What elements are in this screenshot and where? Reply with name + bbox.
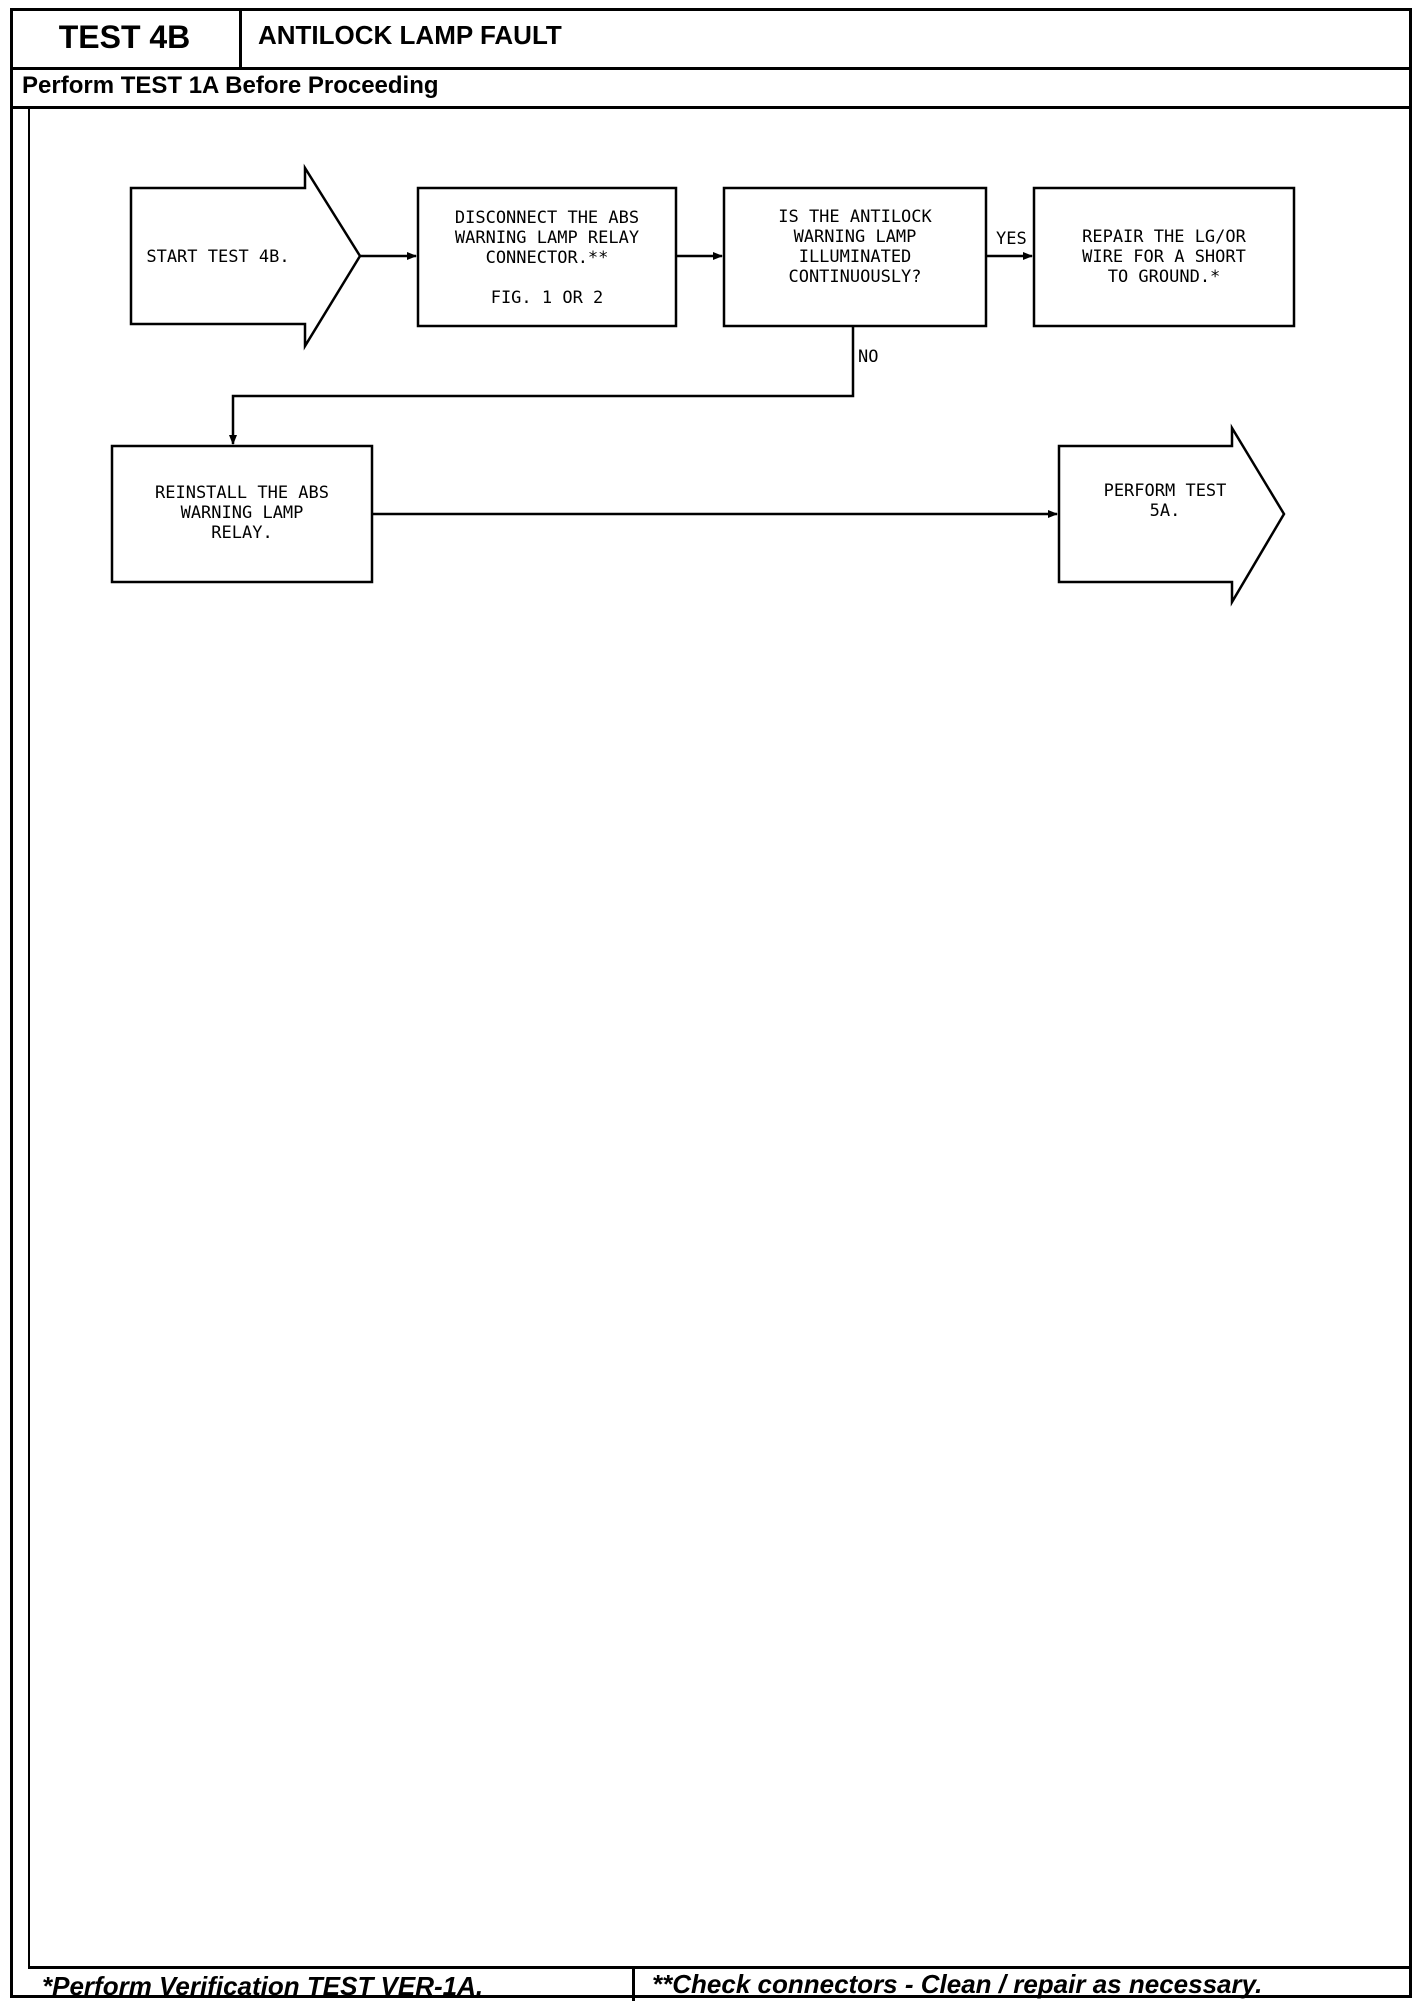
test-title: ANTILOCK LAMP FAULT [258,20,562,50]
test-id: TEST 4B [10,8,242,67]
node-text-line: CONTINUOUSLY? [788,267,921,287]
footer-row: *Perform Verification TEST VER-1A. **Che… [28,1966,1412,2001]
prerequisite-note: Perform TEST 1A Before Proceeding [22,72,439,99]
node-text-line: DISCONNECT THE ABS [455,208,639,228]
header-row: TEST 4B ANTILOCK LAMP FAULT [10,8,1412,70]
node-text-line: PERFORM TEST [1104,481,1227,501]
node-text-line: 5A. [1150,501,1181,521]
left-margin-line [28,108,30,1966]
node-text-line: WIRE FOR A SHORT [1082,247,1246,267]
node-text-line: RELAY. [211,523,272,543]
node-start: START TEST 4B. [129,163,362,351]
node-text-line: START TEST 4B. [146,247,289,267]
node-text-line: FIG. 1 OR 2 [491,288,604,308]
footnote-connectors: **Check connectors - Clean / repair as n… [652,1969,1263,1999]
footer-divider [632,1969,635,2001]
page-frame [10,8,1412,1998]
edge-no-label: NO [858,347,878,367]
edge-yes-label: YES [996,229,1027,249]
node-text-line: IS THE ANTILOCK [778,207,932,227]
node-text-line: WARNING LAMP RELAY [455,228,639,248]
node-text-line: WARNING LAMP [794,227,917,247]
node-text-line: TO GROUND.* [1108,267,1221,287]
node-text-line: WARNING LAMP [181,503,304,523]
node-text-line: REINSTALL THE ABS [155,483,329,503]
edge-question-to-reinstall [229,326,855,445]
node-start-text: START TEST 4B. [146,247,289,267]
node-text-line: CONNECTOR.** [486,248,609,268]
prerequisite-divider [10,106,1412,109]
node-text-line: ILLUMINATED [799,247,912,267]
footnote-verification: *Perform Verification TEST VER-1A. [42,1971,484,2001]
node-text-line: REPAIR THE LG/OR [1082,227,1247,247]
